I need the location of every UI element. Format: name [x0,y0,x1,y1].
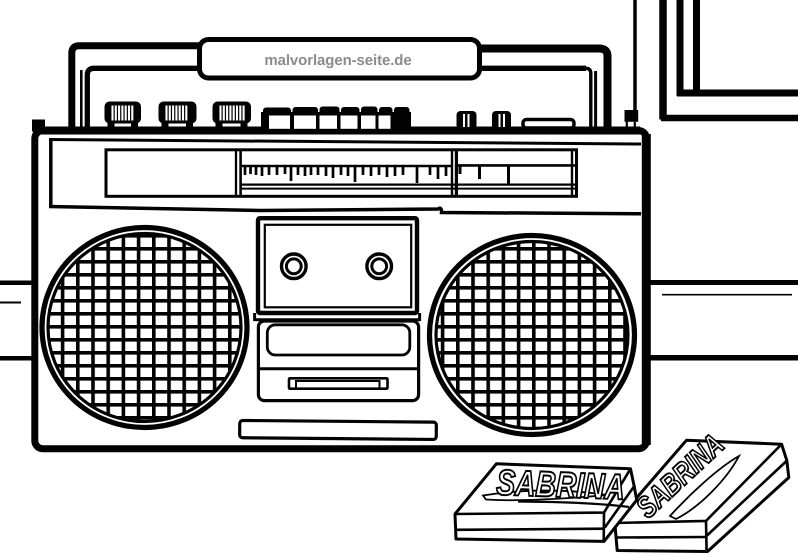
svg-text:SABRINA: SABRINA [496,462,626,508]
svg-text:malvorlagen-seite.de: malvorlagen-seite.de [264,52,411,69]
